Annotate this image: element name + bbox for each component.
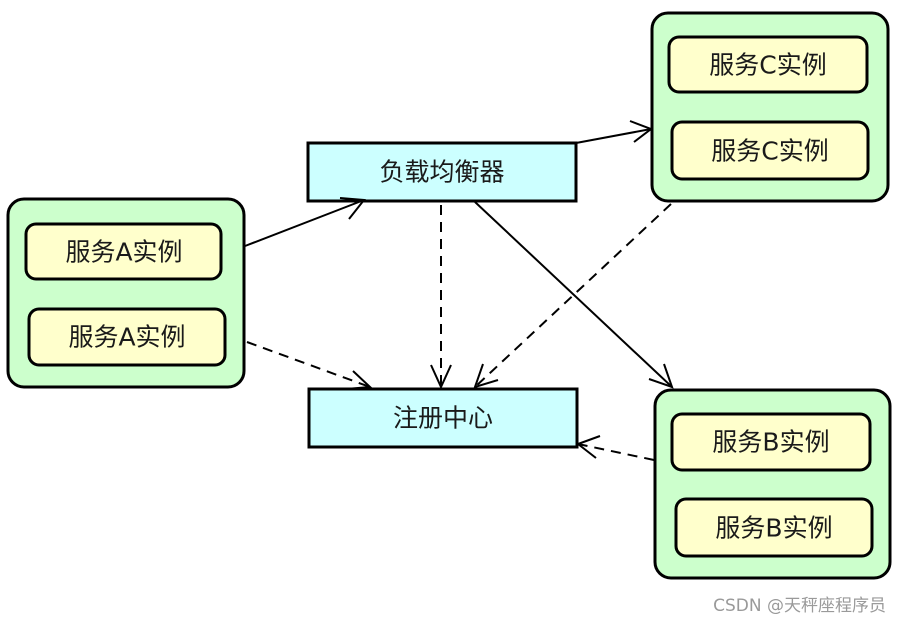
service-c-instance-2-label: 服务C实例	[711, 137, 828, 166]
edge-service-a-to-registry	[246, 341, 373, 390]
service-b-instance-2: 服务B实例	[674, 497, 874, 558]
edge-load-balancer-to-service-c	[575, 120, 654, 144]
edge-service-a-to-load-balancer	[244, 197, 366, 247]
service-b-instance-1: 服务B实例	[670, 412, 872, 472]
service-c-group: 服务C实例 服务C实例	[650, 11, 890, 203]
service-c-instance-1-label: 服务C实例	[709, 51, 826, 80]
load-balancer: 负载均衡器	[306, 141, 578, 203]
edge-load-balancer-to-registry	[430, 205, 452, 390]
registry-center: 注册中心	[307, 387, 579, 449]
load-balancer-label: 负载均衡器	[379, 158, 504, 187]
service-a-instance-2: 服务A实例	[27, 307, 227, 367]
registry-center-label: 注册中心	[393, 404, 493, 433]
service-a-instance-1-label: 服务A实例	[65, 238, 182, 267]
service-b-group: 服务B实例 服务B实例	[653, 388, 892, 580]
service-b-instance-1-label: 服务B实例	[712, 428, 829, 457]
service-a-group: 服务A实例 服务A实例	[6, 197, 246, 389]
service-c-instance-1: 服务C实例	[667, 35, 869, 94]
service-b-instance-2-label: 服务B实例	[715, 514, 832, 543]
service-c-instance-2: 服务C实例	[670, 120, 870, 181]
service-a-instance-2-label: 服务A实例	[68, 323, 185, 352]
edge-service-b-to-registry	[575, 435, 655, 461]
edge-load-balancer-to-service-b	[474, 201, 674, 389]
service-a-instance-1: 服务A实例	[24, 222, 223, 281]
edge-service-c-to-registry	[473, 203, 672, 389]
watermark: CSDN @天秤座程序员	[713, 596, 886, 616]
